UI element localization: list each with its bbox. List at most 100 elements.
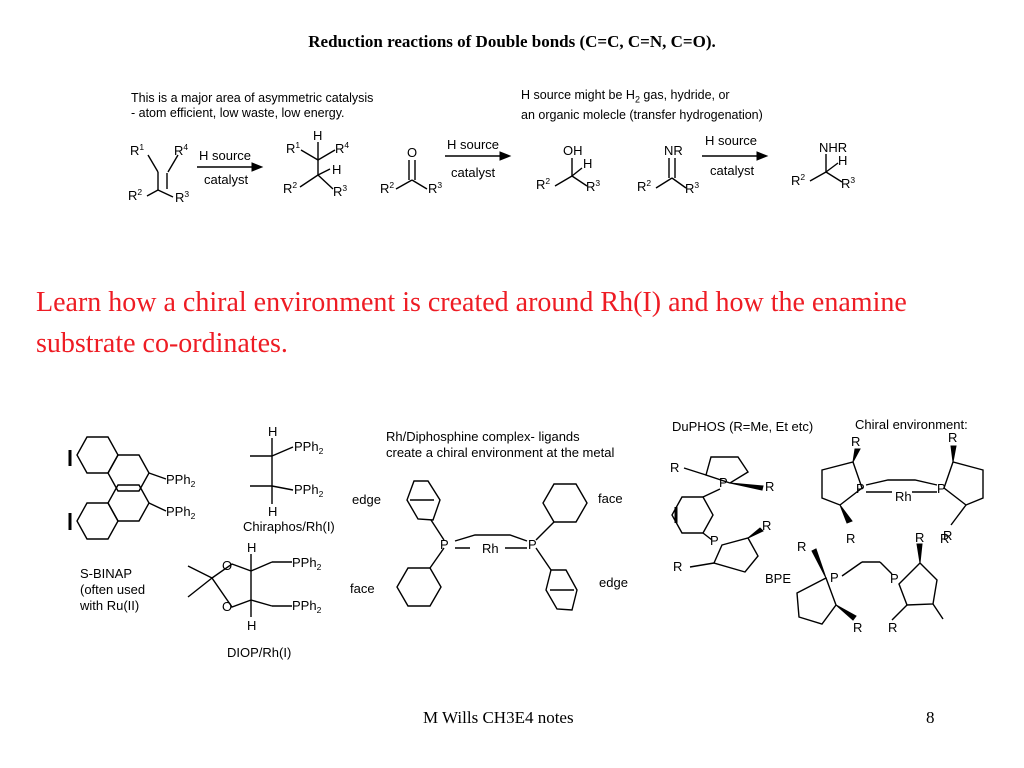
complex-caption-line-2: create a chiral environment at the metal: [386, 445, 614, 460]
ketone-structure: O R2 R3: [380, 145, 442, 196]
chiral-environment-label: Chiral environment:: [855, 417, 968, 432]
complex-rh: Rh: [482, 541, 499, 556]
complex-caption-line-1: Rh/Diphosphine complex- ligands: [386, 429, 580, 444]
alcohol-r3: R3: [586, 178, 600, 194]
arrow-2-label-top: H source: [447, 137, 499, 152]
alcohol-oh: OH: [563, 143, 583, 158]
footer-author: M Wills CH3E4 notes: [423, 708, 574, 727]
arrow-1-label-top: H source: [199, 148, 251, 163]
env-p-left: P: [856, 481, 865, 496]
chiraphos-structure: H H PPh2 PPh2 Chiraphos/Rh(I): [243, 424, 335, 534]
bpe-r-4: R: [940, 531, 949, 546]
env-r-3: R: [948, 430, 957, 445]
reaction-arrow-1: H source catalyst: [197, 148, 264, 187]
imine-r3: R3: [685, 180, 699, 196]
page-number: 8: [926, 708, 935, 727]
alkane-structure: H H R1 R4 R2 R3: [283, 128, 349, 199]
slide-title: Reduction reactions of Double bonds (C=C…: [308, 32, 716, 51]
binap-pph2-top: PPh2: [166, 472, 196, 489]
imine-nr: NR: [664, 143, 683, 158]
chiraphos-h-top: H: [268, 424, 277, 439]
chiraphos-h-bottom: H: [268, 504, 277, 519]
chiraphos-pph2-bottom: PPh2: [294, 482, 324, 499]
binap-structure: PPh2 PPh2 S-BINAP (often used with Ru(II…: [68, 436, 196, 613]
arrow-3-label-bottom: catalyst: [710, 163, 754, 178]
bpe-p-right: P: [890, 571, 899, 586]
amine-r3: R3: [841, 175, 855, 191]
diop-oxygen-top: O: [222, 558, 232, 573]
note-h-source-line-2: an organic molecle (transfer hydrogenati…: [521, 107, 763, 122]
complex-label-face-top: face: [598, 491, 623, 506]
reaction-arrow-2: H source catalyst: [445, 137, 512, 180]
alcohol-structure: OH H R2 R3: [536, 143, 600, 194]
bpe-r-1: R: [797, 539, 806, 554]
alkene-r3: R3: [175, 189, 189, 205]
chiral-environment-structure: Chiral environment: R R R R P P Rh: [821, 417, 984, 546]
diop-h-top: H: [247, 540, 256, 555]
bpe-structure: BPE R R P R R R P: [765, 530, 949, 635]
amine-r2: R2: [791, 172, 805, 188]
env-r-1: R: [851, 434, 860, 449]
complex-label-edge-top: edge: [352, 492, 381, 507]
duphos-r-1: R: [670, 460, 679, 475]
imine-structure: NR R2 R3: [637, 143, 699, 196]
complex-p-left: P: [440, 537, 449, 552]
diop-h-bottom: H: [247, 618, 256, 633]
note-h-source: H source might be H2 gas, hydride, or an…: [521, 88, 763, 123]
complex-label-face-bottom: face: [350, 581, 375, 596]
duphos-p-bottom: P: [710, 533, 719, 548]
bpe-p-left: P: [830, 570, 839, 585]
duphos-label: DuPHOS (R=Me, Et etc): [672, 419, 813, 434]
diop-label: DIOP/Rh(I): [227, 645, 291, 660]
duphos-r-3: R: [762, 518, 771, 533]
env-rh: Rh: [895, 489, 912, 504]
chiraphos-pph2-top: PPh2: [294, 439, 324, 456]
alkane-r2: R2: [283, 180, 297, 196]
arrow-3-label-top: H source: [705, 133, 757, 148]
reaction-arrow-3: H source catalyst: [702, 133, 769, 178]
amine-nhr: NHR: [819, 140, 847, 155]
diop-pph2-bottom: PPh2: [292, 598, 322, 615]
bpe-r-3: R: [915, 530, 924, 545]
duphos-p-top: P: [719, 475, 728, 490]
env-r-2: R: [846, 531, 855, 546]
duphos-structure: DuPHOS (R=Me, Et etc) R R P R R P: [670, 419, 813, 574]
bpe-r-5: R: [888, 620, 897, 635]
headline-text: Learn how a chiral environment is create…: [36, 287, 907, 359]
diop-oxygen-bottom: O: [222, 599, 232, 614]
bpe-r-2: R: [853, 620, 862, 635]
binap-label-line-1: S-BINAP: [80, 566, 132, 581]
alkene-r2: R2: [128, 187, 142, 203]
chiraphos-label: Chiraphos/Rh(I): [243, 519, 335, 534]
duphos-r-2: R: [765, 479, 774, 494]
duphos-r-4: R: [673, 559, 682, 574]
alcohol-r2: R2: [536, 176, 550, 192]
complex-p-right: P: [528, 537, 537, 552]
bpe-label: BPE: [765, 571, 791, 586]
alkene-r1: R1: [130, 142, 144, 158]
alkane-h-mid: H: [332, 162, 341, 177]
binap-label-line-2: (often used: [80, 582, 145, 597]
note-line-1: This is a major area of asymmetric catal…: [131, 91, 374, 105]
alkane-r3: R3: [333, 183, 347, 199]
note-line-2: - atom efficient, low waste, low energy.: [131, 106, 345, 120]
diop-structure: O O H H PPh2 PPh2 DIOP/Rh(I): [187, 540, 322, 660]
rh-diphosphine-complex: Rh/Diphosphine complex- ligands create a…: [350, 429, 628, 611]
alcohol-h: H: [583, 156, 592, 171]
alkane-r4: R4: [335, 140, 349, 156]
arrow-1-label-bottom: catalyst: [204, 172, 248, 187]
diop-pph2-top: PPh2: [292, 555, 322, 572]
env-r-4: R: [943, 528, 952, 543]
binap-label-line-3: with Ru(II): [79, 598, 139, 613]
complex-label-edge-bottom: edge: [599, 575, 628, 590]
env-p-right: P: [937, 481, 946, 496]
ketone-oxygen: O: [407, 145, 417, 160]
note-asymmetric-catalysis: This is a major area of asymmetric catal…: [131, 91, 373, 121]
binap-pph2-bottom: PPh2: [166, 504, 196, 521]
amine-h: H: [838, 153, 847, 168]
alkane-h-top: H: [313, 128, 322, 143]
imine-r2: R2: [637, 178, 651, 194]
arrow-2-label-bottom: catalyst: [451, 165, 495, 180]
alkene-r4: R4: [174, 142, 188, 158]
